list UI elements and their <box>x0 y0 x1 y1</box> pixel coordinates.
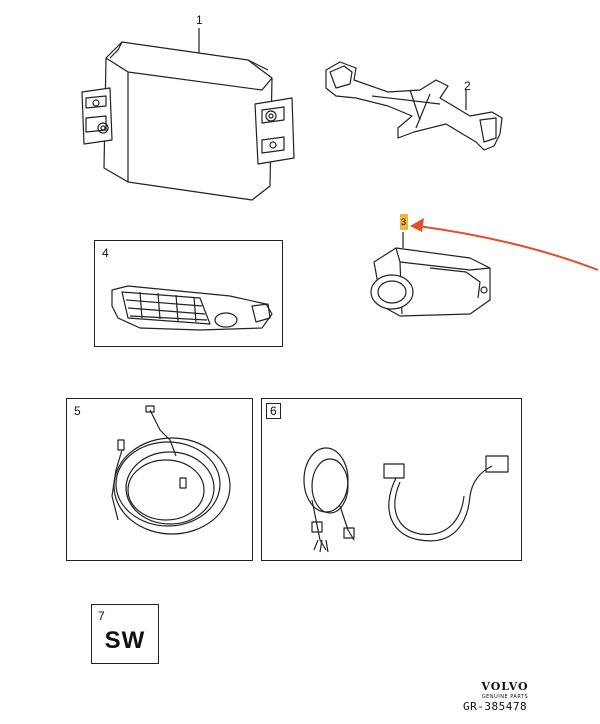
callout-1: 1 <box>196 13 203 27</box>
callout-6: 6 <box>266 403 281 419</box>
control-module-drawing <box>81 28 295 201</box>
volvo-logo: VOLVO GENUINE PARTS <box>470 680 540 700</box>
box-6 <box>261 398 522 561</box>
grille-drawing <box>111 285 273 331</box>
callout-3-highlight <box>400 214 408 230</box>
callout-2: 2 <box>464 79 471 93</box>
callout-7: 7 <box>98 609 105 623</box>
diagram-reference: GR-385478 <box>463 700 528 713</box>
software-label: SW <box>104 627 146 654</box>
software-box: 7 SW <box>91 604 159 664</box>
callout-4: 4 <box>102 246 109 260</box>
box-5 <box>66 398 253 561</box>
callout-3: 3 <box>401 217 407 227</box>
bracket-drawing <box>325 61 503 151</box>
brand-name: VOLVO <box>481 680 529 693</box>
box-4 <box>94 240 283 347</box>
parking-sensor-drawing <box>370 232 491 317</box>
red-pointer-arrow <box>410 218 599 271</box>
callout-5: 5 <box>74 404 81 418</box>
wiring-harness-5-drawing <box>111 405 231 535</box>
wiring-harness-6-drawing <box>303 447 509 553</box>
brand-sub: GENUINE PARTS <box>481 694 529 700</box>
